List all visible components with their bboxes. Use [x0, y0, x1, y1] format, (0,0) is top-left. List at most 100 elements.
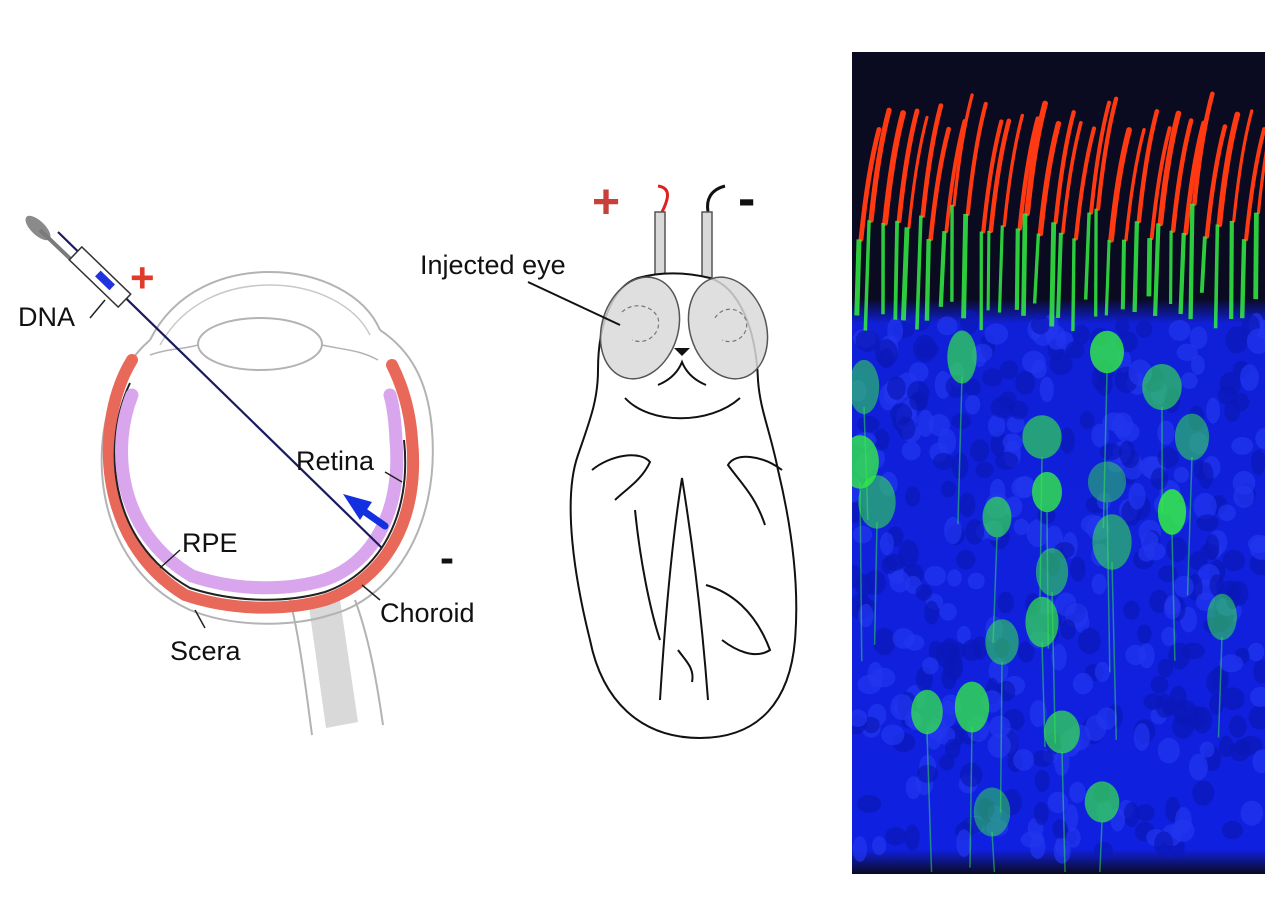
nucleus — [1032, 750, 1054, 767]
mouse-negative-sign: - — [738, 170, 755, 228]
nucleus — [924, 601, 939, 625]
nucleus — [1223, 550, 1246, 571]
inner-segment — [1256, 213, 1257, 300]
nucleus — [1080, 411, 1095, 429]
inner-segment — [1052, 222, 1054, 326]
nucleus — [968, 573, 985, 590]
nucleus — [887, 318, 903, 343]
transfected-cell — [1092, 514, 1131, 569]
nucleus — [1013, 749, 1034, 771]
nucleus — [1221, 687, 1245, 710]
nucleus — [1052, 819, 1068, 839]
inner-segment — [895, 221, 897, 320]
positive-electrode — [655, 212, 665, 282]
nucleus — [982, 368, 1003, 386]
nucleus — [889, 571, 910, 593]
nucleus — [1233, 485, 1254, 508]
sclera-label: Scera — [170, 636, 242, 666]
nucleus — [1144, 693, 1164, 710]
nucleus — [937, 316, 957, 335]
sclera-outline — [102, 330, 433, 624]
nucleus — [1040, 377, 1054, 403]
nucleus — [857, 416, 879, 433]
ciliary-right — [322, 345, 378, 360]
transfected-cell — [974, 788, 1011, 837]
nucleus — [1229, 715, 1247, 737]
nucleus — [1078, 628, 1101, 654]
inner-segment — [927, 239, 929, 321]
nucleus — [1158, 565, 1177, 582]
nucleus — [872, 836, 886, 855]
transfected-cell — [985, 619, 1018, 665]
nucleus — [905, 824, 920, 850]
nucleus — [857, 795, 881, 813]
nucleus — [1015, 371, 1035, 395]
transfected-cell — [1088, 462, 1126, 503]
transfected-cell — [1085, 781, 1120, 822]
nucleus — [880, 532, 894, 555]
positive-lead-wire — [658, 186, 668, 212]
nucleus — [1123, 601, 1139, 620]
nucleus — [1055, 593, 1077, 617]
nucleus — [922, 657, 939, 674]
nucleus — [995, 452, 1018, 470]
nucleus — [853, 526, 872, 544]
nucleus — [1181, 372, 1198, 389]
transfected-cell — [1090, 331, 1124, 373]
nucleus — [1031, 315, 1050, 335]
nucleus — [1069, 782, 1085, 803]
nucleus — [1100, 443, 1123, 460]
dna-leader — [90, 300, 105, 318]
nucleus — [1190, 326, 1208, 348]
nucleus — [868, 662, 884, 688]
nucleus — [928, 414, 950, 436]
nucleus — [885, 827, 906, 845]
inner-segment — [1171, 231, 1172, 304]
transfected-cell — [983, 497, 1012, 538]
nucleus — [1222, 821, 1243, 839]
nucleus — [898, 540, 918, 568]
nucleus — [1060, 427, 1075, 453]
nucleus — [1003, 434, 1023, 452]
nucleus — [1125, 645, 1146, 665]
nucleus — [881, 725, 904, 746]
nucleus — [1021, 831, 1045, 848]
nucleus — [1166, 537, 1187, 562]
nucleus — [988, 733, 1011, 758]
nucleus — [887, 376, 906, 399]
nucleus — [1192, 781, 1214, 806]
inner-segment — [1191, 204, 1193, 319]
nucleus — [1248, 643, 1264, 662]
nucleus — [941, 481, 956, 498]
retina-band — [122, 395, 397, 588]
nucleus — [1031, 360, 1047, 379]
inner-segment — [1149, 238, 1150, 296]
nucleus — [1134, 723, 1150, 751]
nucleus — [1240, 364, 1259, 391]
nucleus — [1035, 770, 1050, 792]
rpe-label: RPE — [182, 528, 238, 558]
nucleus — [1136, 320, 1152, 337]
transfected-cell — [858, 475, 895, 528]
inner-segment — [1073, 238, 1074, 331]
nucleus — [1251, 450, 1265, 475]
injected-eye-leader — [528, 282, 620, 325]
injected-eye-label: Injected eye — [420, 250, 566, 280]
nucleus — [893, 628, 915, 649]
mouse-diagram-panel: + - Injected eye — [410, 0, 830, 893]
nucleus — [1154, 831, 1173, 856]
inner-segment — [1216, 225, 1218, 329]
nucleus — [909, 392, 926, 411]
nucleus — [965, 395, 980, 415]
nucleus — [1070, 557, 1086, 582]
nucleus — [1210, 574, 1225, 596]
positive-sign: + — [130, 254, 155, 301]
transfected-cell — [1036, 548, 1068, 596]
negative-electrode — [702, 212, 712, 282]
transfected-cell — [1044, 711, 1080, 754]
nucleus — [1229, 742, 1251, 761]
nucleus — [1168, 643, 1190, 670]
inner-segment — [1123, 240, 1124, 310]
nucleus — [875, 339, 898, 367]
nucleus — [1060, 619, 1075, 640]
